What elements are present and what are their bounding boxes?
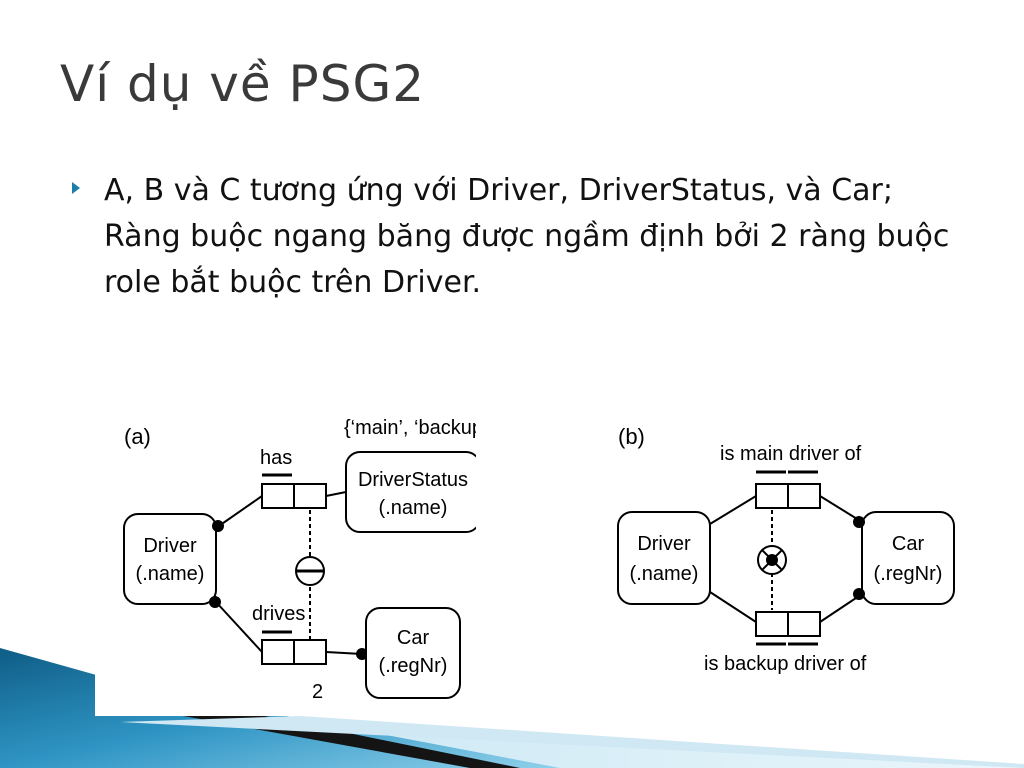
fact-drives-role-right — [293, 639, 327, 665]
entity-driver-b — [617, 511, 711, 605]
exclusive-or-cross-2 — [761, 549, 783, 571]
fact-main-role-left — [755, 483, 789, 509]
entity-driver-status — [345, 451, 476, 533]
mandatory-dot-drives — [209, 596, 221, 608]
fact-backup-role-left — [755, 611, 789, 637]
orm-diagram-a: (a) {‘main’, ‘backup’} has DriverStatus … — [96, 408, 476, 714]
triangle-right-icon — [72, 182, 80, 194]
fact-main-role-right — [787, 483, 821, 509]
value-constraint-label: {‘main’, ‘backup’} — [344, 417, 476, 439]
entity-driver-b-ref: (.name) — [630, 563, 699, 585]
fact-backup-label: is backup driver of — [704, 653, 867, 675]
fact-has-label: has — [260, 447, 292, 469]
mandatory-dot-main-car — [853, 516, 865, 528]
slide-title: Ví dụ về PSG2 — [60, 55, 426, 113]
deco-thin-line — [120, 716, 1024, 768]
connector-driver-drives — [215, 601, 263, 653]
entity-driver-b-name: Driver — [637, 533, 691, 555]
connector-drives-car — [325, 651, 363, 655]
entity-driver — [123, 513, 217, 605]
diagram-b-label: (b) — [618, 424, 645, 449]
diagram-a-label: (a) — [124, 424, 151, 449]
entity-driver-status-ref: (.name) — [379, 497, 448, 519]
fact-has-role-right — [293, 483, 327, 509]
deco-dark-stripe — [95, 700, 520, 768]
entity-car-b-name: Car — [892, 533, 925, 555]
frequency-constraint: 2 — [312, 681, 323, 703]
mandatory-dot-has — [212, 520, 224, 532]
entity-car-name: Car — [397, 627, 430, 649]
connector-backup-car — [819, 593, 863, 623]
entity-driver-status-name: DriverStatus — [358, 469, 468, 491]
entity-car-ref: (.regNr) — [379, 655, 448, 677]
entity-car — [365, 607, 461, 699]
deco-blue-wedge — [0, 648, 560, 768]
connector-driver-has — [215, 495, 263, 529]
fact-has-role-left — [261, 483, 295, 509]
connector-has-status — [325, 491, 347, 497]
fact-drives-role-left — [261, 639, 295, 665]
entity-car-b-ref: (.regNr) — [874, 563, 943, 585]
connector-driver-backup — [709, 591, 757, 623]
connector-driver-main — [709, 495, 757, 525]
entity-car-b — [861, 511, 955, 605]
entity-driver-name: Driver — [143, 535, 197, 557]
fact-drives-label: drives — [252, 603, 305, 625]
orm-diagram-b: (b) is main driver of Driver (.name) Car… — [617, 424, 955, 675]
fact-main-label: is main driver of — [720, 443, 862, 465]
bullet-text: A, B và C tương ứng với Driver, DriverSt… — [104, 173, 950, 300]
entity-driver-ref: (.name) — [136, 563, 205, 585]
mandatory-dot-backup-car — [853, 588, 865, 600]
fact-backup-role-right — [787, 611, 821, 637]
